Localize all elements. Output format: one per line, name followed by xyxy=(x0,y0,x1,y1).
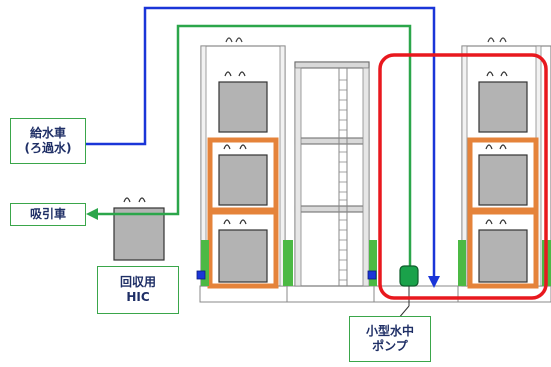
middle-shelf-rack xyxy=(294,61,377,287)
recovery-hic-label-line1: 回収用 xyxy=(119,275,156,289)
pump-label-line1: 小型水中 xyxy=(365,324,414,338)
suction-arrow-icon xyxy=(86,208,98,220)
right-storage-rack xyxy=(458,37,551,289)
suction-line xyxy=(98,24,412,270)
recovery-hic-label: 回収用 HIC xyxy=(97,266,179,314)
pump-label: 小型水中 ポンプ xyxy=(349,316,431,362)
suction-truck-label-text: 吸引車 xyxy=(29,207,66,221)
recovery-hic-label-line2: HIC xyxy=(126,290,150,304)
suction-truck-label: 吸引車 xyxy=(10,203,86,226)
water-truck-label: 給水車 (ろ過水) xyxy=(10,118,86,164)
supply-line xyxy=(86,6,436,278)
pump-label-line2: ポンプ xyxy=(372,339,408,353)
supply-arrow-icon xyxy=(428,276,440,288)
left-storage-rack xyxy=(196,37,293,289)
highlight-box xyxy=(378,53,548,300)
water-truck-label-line1: 給水車 xyxy=(29,126,66,140)
recovery-hic-container xyxy=(113,197,165,261)
water-truck-label-line2: (ろ過水) xyxy=(24,141,72,155)
